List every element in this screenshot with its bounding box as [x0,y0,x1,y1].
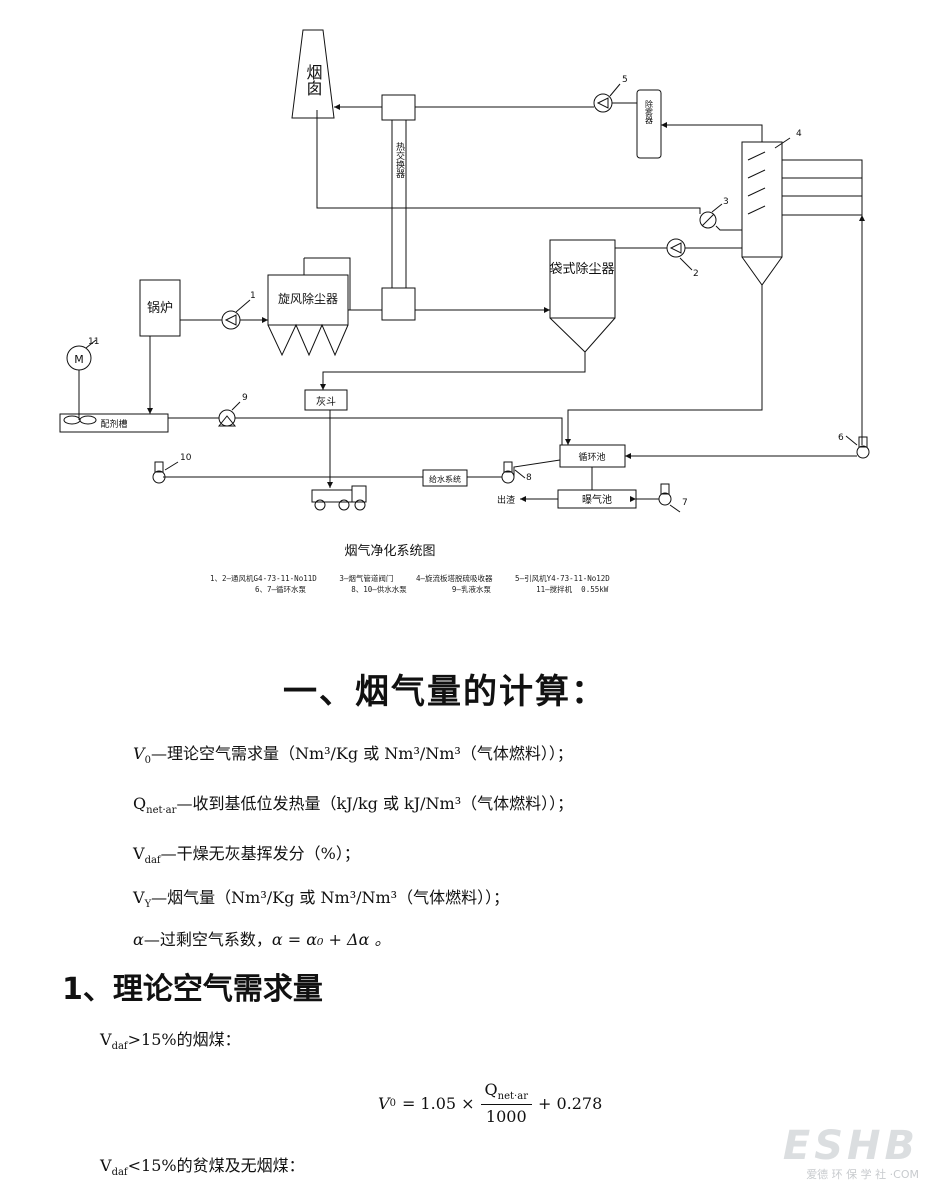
cyclone-shape [267,274,349,326]
motor-label: M [74,353,84,366]
v0-text: —理论空气需求量（Nm³/Kg 或 Nm³/Nm³（气体燃料））； [150,744,573,763]
callout-7: 7 [682,498,688,508]
watermark-text: 爱德 环 保 学 社 ·COM [806,1168,919,1181]
formula-lhs: V [378,1093,390,1113]
formula-denominator: 1000 [485,1107,527,1127]
cond2-text: <15%的贫煤及无烟煤： [127,1156,305,1175]
aeration-pool-label: 曝气池 [582,493,612,506]
chimney-label: 烟囱 [304,64,323,96]
v0-symbol: V [133,744,145,763]
formula-fraction: Qnet·ar 1000 [480,1080,532,1127]
formula-num-q: Q [484,1080,498,1099]
callout-9: 9 [242,393,248,403]
heat-exchanger-label: 热交换器 [394,141,405,178]
absorber-tower [741,141,783,258]
demister-shape [636,89,662,159]
q-text: —收到基低位发热量（kJ/kg 或 kJ/Nm³（气体燃料））； [176,794,574,813]
callout-6: 6 [838,433,844,443]
callout-2: 2 [693,269,699,279]
heat-exchanger-top [381,94,416,121]
v0-subscript: 0 [144,755,151,767]
alpha-equation: α = α₀ + Δα 。 [271,930,391,949]
formula-rhs: + 0.278 [537,1093,603,1113]
vdaf-text: —干燥无灰基挥发分（%）； [160,844,360,863]
legend-row-2: 6、7—循环水泵 8、10—供水水泵 9—乳液水泵 11—搅拌机 0.55kW [255,585,609,594]
subsection-heading-air: 1、理论空气需求量 [62,972,323,1007]
diagram-caption: 烟气净化系统图 [344,544,436,559]
def-vdaf: Vdaf—干燥无灰基挥发分（%）； [133,840,360,866]
legend-row-1: 1、2—通风机G4-73-11-No11D 3—烟气管道阀门 4—旋流板塔脱硫吸… [210,574,610,583]
alpha-symbol: α [133,930,144,949]
cyclone-label: 旋风除尘器 [278,291,338,306]
callout-numbers: 1 2 3 4 5 6 7 8 9 10 11 [88,75,844,508]
boiler-label: 锅炉 [147,300,173,316]
formula-numerator: Qnet·ar [480,1080,532,1106]
cond1-symbol: V [100,1030,112,1049]
cond1-subscript: daf [111,1041,128,1053]
vy-subscript: Y [144,899,152,911]
heat-exchanger-bottom [381,287,416,321]
condition-bituminous: Vdaf>15%的烟煤： [100,1026,241,1052]
circulation-pool-label: 循环池 [578,451,605,463]
chimney-shape [291,29,335,119]
vy-text: —烟气量（Nm³/Kg 或 Nm³/Nm³（气体燃料））； [151,888,510,907]
def-v0: V0—理论空气需求量（Nm³/Kg 或 Nm³/Nm³（气体燃料））； [133,740,573,766]
callout-5: 5 [622,75,628,85]
flue-gas-purification-diagram: 烟囱 热交换器 除雾器 袋式除尘器 锅炉 旋风除尘器 灰斗 配剂槽 循环池 给水… [59,29,870,513]
vdaf-symbol: V [133,844,145,863]
callout-1: 1 [250,291,256,301]
def-vy: VY—烟气量（Nm³/Kg 或 Nm³/Nm³（气体燃料））； [133,884,509,910]
callout-11: 11 [88,337,99,347]
demister-label: 除雾器 [645,99,654,125]
cond1-text: >15%的烟煤： [127,1030,241,1049]
section-heading-flue-gas: 一、烟气量的计算： [283,672,607,712]
site-watermark: ESHB 爱德 环 保 学 社 ·COM [783,1126,919,1182]
def-qnet: Qnet·ar—收到基低位发热量（kJ/kg 或 kJ/Nm³（气体燃料））； [133,790,573,816]
q-subscript: net·ar [146,805,177,817]
condition-anthracite: Vdaf<15%的贫煤及无烟煤： [100,1152,305,1178]
cond2-subscript: daf [111,1167,128,1179]
cond2-symbol: V [100,1156,112,1175]
callout-3: 3 [723,197,729,207]
water-supply-label: 给水系统 [429,474,461,484]
formula-lhs-sub: 0 [389,1097,396,1109]
slag-out-label: 出渣 [497,494,515,506]
def-alpha: α—过剩空气系数，α = α₀ + Δα 。 [133,926,390,950]
boiler-shape [139,279,181,337]
callout-10: 10 [180,453,192,463]
watermark-logo: ESHB [782,1123,919,1169]
q-symbol: Q [133,794,147,813]
ash-hopper-label: 灰斗 [316,395,336,408]
formula-eq: = 1.05 × [401,1093,475,1113]
alpha-text: —过剩空气系数， [143,930,272,949]
baghouse-shape [549,239,616,319]
mixing-tank-label: 配剂槽 [100,418,127,430]
callout-8: 8 [526,473,532,483]
vdaf-subscript: daf [144,855,161,867]
vy-symbol: V [133,888,145,907]
callout-4: 4 [796,129,802,139]
baghouse-label: 袋式除尘器 [549,262,614,277]
formula-num-sub: net·ar [497,1091,528,1103]
